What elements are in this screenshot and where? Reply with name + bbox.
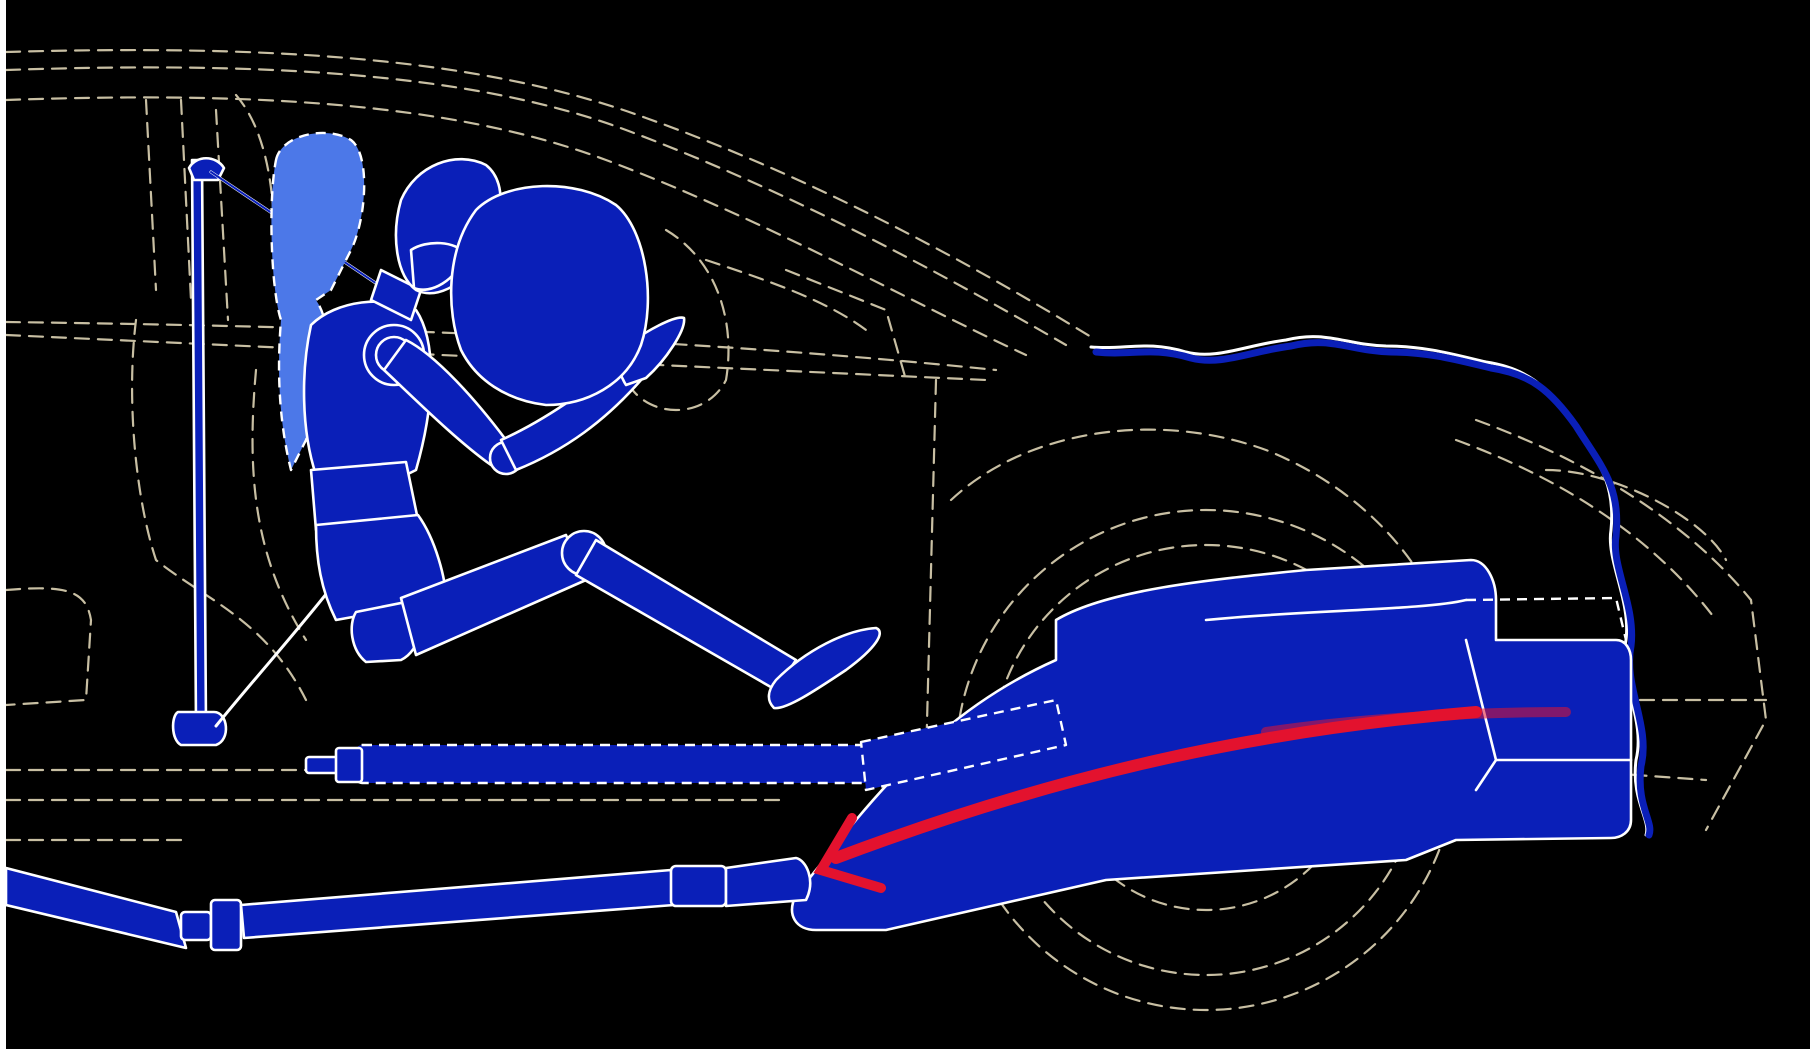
crash-diagram: [6, 0, 1810, 1049]
airbag: [451, 186, 648, 405]
